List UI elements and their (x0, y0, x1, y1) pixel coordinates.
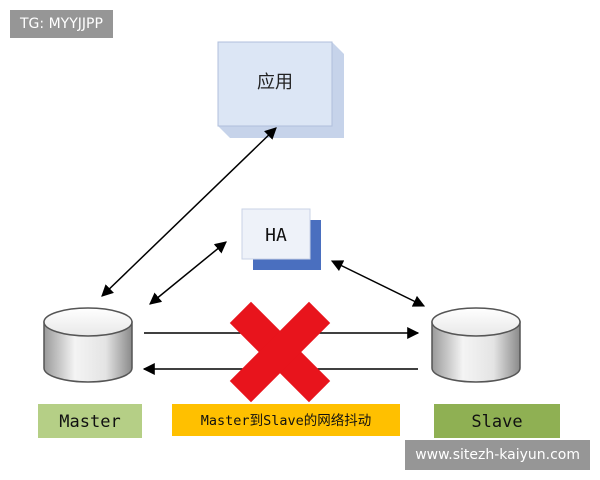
annotation-label: Master到Slave的网络抖动 (201, 413, 371, 429)
slave-database-icon (431, 307, 521, 383)
app-node-face (217, 41, 333, 127)
red-cross-icon (229, 301, 331, 403)
app-node-label: 应用 (257, 72, 293, 93)
watermark-bottom: www.sitezh-kaiyun.com (405, 440, 590, 470)
app-node: 应用 (217, 41, 344, 138)
annotation-box: Master到Slave的网络抖动 (172, 404, 400, 436)
master-label: Master (59, 412, 120, 432)
ha-master-arrow (149, 241, 227, 305)
slave-label-box: Slave (434, 404, 560, 438)
master-database-icon (43, 307, 133, 383)
ha-node: HA (241, 208, 321, 270)
app-master-arrow (101, 127, 277, 297)
watermark-top: TG: MYYJJPP (10, 10, 113, 38)
ha-slave-arrow (330, 260, 426, 307)
master-label-box: Master (38, 404, 142, 438)
slave-label: Slave (471, 412, 522, 432)
ha-node-label: HA (265, 225, 287, 246)
